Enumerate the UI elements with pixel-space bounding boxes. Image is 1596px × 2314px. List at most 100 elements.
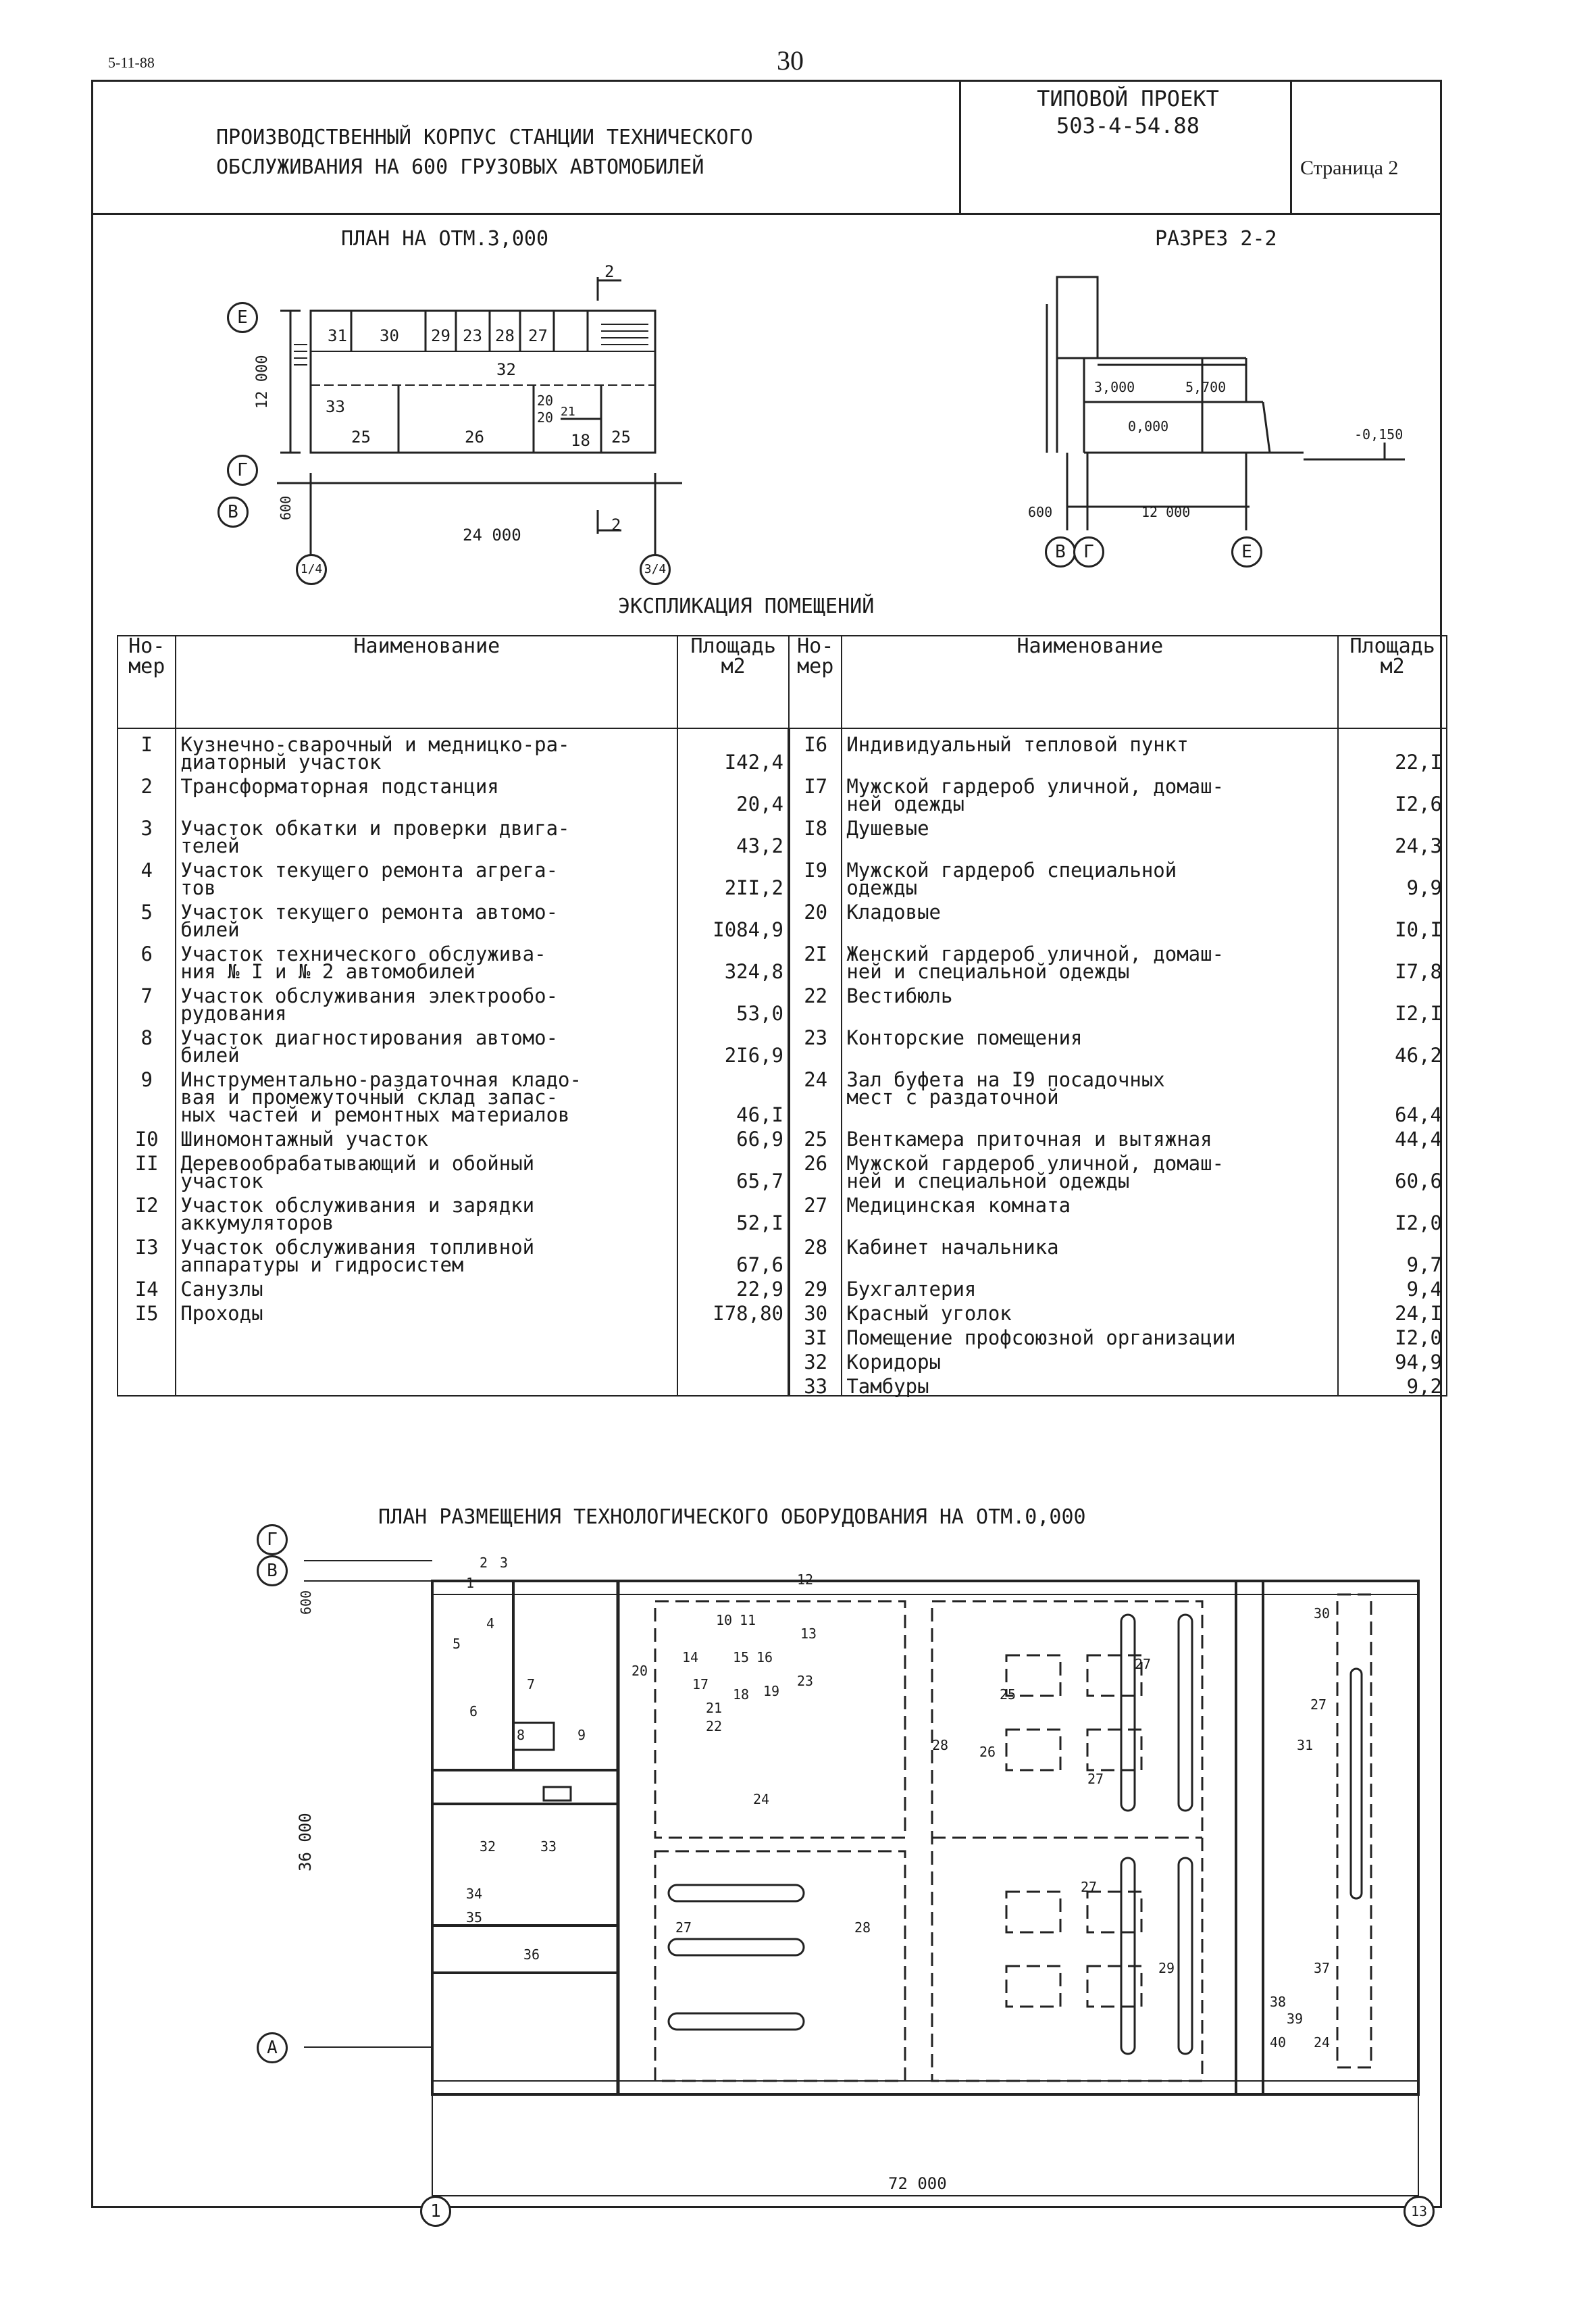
room-name-cell: Санузлы xyxy=(176,1274,679,1299)
room-name-line: участок xyxy=(180,1169,263,1192)
project-stamp: ТИПОВОЙ ПРОЕКТ 503-4-54.88 xyxy=(973,85,1283,139)
room-area-cell: 67,6 xyxy=(677,1232,790,1275)
room-area-cell: 9,2 xyxy=(1338,1371,1447,1397)
explication-caption: ЭКСПЛИКАЦИЯ ПОМЕЩЕНИЙ xyxy=(618,595,875,618)
room-name-line: Участок диагностирования автомо- xyxy=(180,1026,559,1049)
equipment-label: 1 xyxy=(466,1575,474,1591)
room-name-line: билей xyxy=(180,1044,240,1067)
document-date: 5-11-88 xyxy=(108,54,155,71)
room-name-line: Зал буфета на I9 посадочных xyxy=(846,1068,1165,1091)
drawing-title: ПРОИЗВОДСТВЕННЫЙ КОРПУС СТАНЦИИ ТЕХНИЧЕС… xyxy=(216,123,892,182)
equipment-label: 27 xyxy=(1310,1696,1327,1713)
room-number-cell: 6 xyxy=(116,938,177,980)
equipment-label: 35 xyxy=(466,1909,482,1926)
room-name-cell: Участок текущего ремонта автомо-билей xyxy=(176,897,679,940)
room-name-line: Трансформаторная подстанция xyxy=(180,775,499,798)
equipment-label: 3 xyxy=(500,1555,508,1571)
equipment-label: 28 xyxy=(932,1737,948,1753)
room-number-cell: 20 xyxy=(788,897,843,938)
room-name-line: Инструментально-раздаточная кладо- xyxy=(180,1068,582,1091)
drawing-title-line2: ОБСЛУЖИВАНИЯ НА 600 ГРУЗОВЫХ АВТОМОБИЛЕЙ xyxy=(216,155,704,179)
equipment-label: 40 xyxy=(1270,2034,1286,2051)
dimension-label: 600 xyxy=(298,1590,314,1615)
room-label: 18 xyxy=(571,431,590,450)
room-name-line: Кладовые xyxy=(846,901,942,924)
equipment-label: 9 xyxy=(577,1727,586,1743)
room-name-line: Душевые xyxy=(846,817,929,840)
title-block xyxy=(91,80,1442,215)
room-name-cell: Участок обкатки и проверки двига-телей xyxy=(176,813,679,856)
equipment-label: 24 xyxy=(1314,2034,1330,2051)
equipment-label: 34 xyxy=(466,1886,482,1902)
room-area-cell: 43,2 xyxy=(677,813,790,856)
equipment-label: 30 xyxy=(1314,1605,1330,1621)
room-number-cell: 29 xyxy=(788,1274,843,1299)
room-area-cell: I42,4 xyxy=(677,729,790,772)
room-number-cell: 2I xyxy=(788,938,843,980)
room-number-cell: 33 xyxy=(788,1371,843,1397)
room-name-cell: Трансформаторная подстанция xyxy=(176,771,679,813)
equipment-label: 11 xyxy=(740,1612,756,1628)
dimension-label: 600 xyxy=(278,496,294,520)
axis-marker-v: В xyxy=(1045,536,1076,568)
room-label: 27 xyxy=(528,326,548,345)
room-area-cell: 53,0 xyxy=(677,980,790,1024)
room-name-line: Участок текущего ремонта агрега- xyxy=(180,859,559,882)
title-divider xyxy=(1290,80,1292,215)
room-name-cell: Проходы xyxy=(176,1298,679,1324)
equipment-label: 20 xyxy=(632,1663,648,1679)
equipment-label: 10 xyxy=(716,1612,732,1628)
axis-marker-3-4: 3/4 xyxy=(640,554,671,585)
equipment-label: 13 xyxy=(800,1626,817,1642)
room-name-line: Участок технического обслужива- xyxy=(180,942,546,965)
room-area-cell: 64,4 xyxy=(1338,1064,1447,1125)
room-number-cell: 2 xyxy=(116,771,177,813)
room-name-line: рудования xyxy=(180,1002,287,1025)
room-name-line: Конторские помещения xyxy=(846,1026,1083,1049)
room-number-cell: I5 xyxy=(116,1298,177,1324)
room-name-line: Бухгалтерия xyxy=(846,1278,977,1301)
room-area-cell: 46,I xyxy=(677,1064,790,1125)
column-header-number: Но-мер xyxy=(788,635,843,729)
room-area-cell: 44,4 xyxy=(1338,1124,1447,1149)
room-area-cell: 60,6 xyxy=(1338,1148,1447,1191)
elevation-label: 5,700 xyxy=(1185,379,1226,395)
room-number-cell: I7 xyxy=(788,771,843,813)
room-name-cell: Участок технического обслужива-ния № I и… xyxy=(176,938,679,982)
room-area-cell: 2I6,9 xyxy=(677,1022,790,1065)
room-number-cell: I0 xyxy=(116,1124,177,1149)
room-name-cell: Инструментально-раздаточная кладо-вая и … xyxy=(176,1064,679,1125)
room-name-line: Тамбуры xyxy=(846,1375,929,1398)
column-header-number: Но-мер xyxy=(116,635,177,729)
room-name-cell: Помещение профсоюзной организации xyxy=(842,1322,1339,1348)
dimension-label: 600 xyxy=(1028,504,1052,520)
elevation-label: 3,000 xyxy=(1094,379,1135,395)
equipment-label: 6 xyxy=(469,1703,478,1719)
project-code: 503-4-54.88 xyxy=(1056,113,1200,139)
equipment-label: 36 xyxy=(523,1946,540,1963)
equipment-label: 12 xyxy=(797,1571,813,1588)
upper-plan-caption: ПЛАН НА ОТМ.3,000 xyxy=(341,227,549,251)
room-area-cell: 65,7 xyxy=(677,1148,790,1191)
equipment-label: 37 xyxy=(1314,1960,1330,1976)
room-name-cell: Индивидуальный тепловой пункт xyxy=(842,729,1339,771)
room-name-line: Участок обслуживания электрообо- xyxy=(180,984,559,1007)
room-name-line: Кабинет начальника xyxy=(846,1236,1059,1259)
room-name-cell: Душевые xyxy=(842,813,1339,855)
axis-marker-g: Г xyxy=(227,455,258,486)
room-area-cell: I2,0 xyxy=(1338,1322,1447,1348)
equipment-label: 39 xyxy=(1287,2011,1303,2027)
